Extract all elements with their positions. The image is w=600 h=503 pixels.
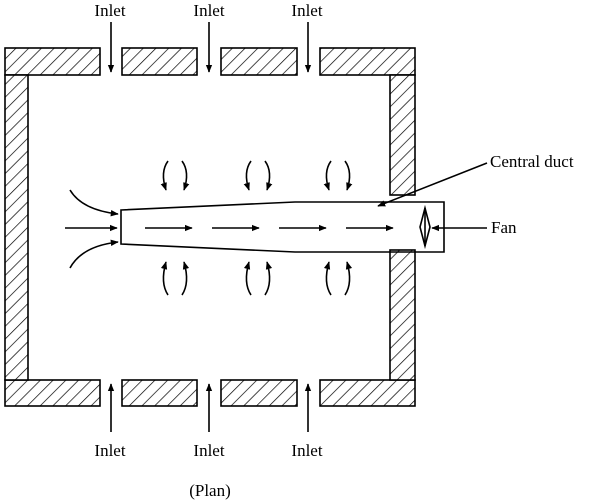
central-duct-leader — [377, 162, 488, 207]
swirl-down-2a — [243, 261, 252, 296]
wall-bottom-right — [319, 379, 416, 407]
bottom-inlet-arrows — [107, 383, 312, 432]
swirl-down-1a — [160, 261, 169, 296]
wall-right-lower — [389, 249, 416, 381]
swirl-down-2b — [264, 261, 273, 296]
swirl-down-1b — [181, 261, 190, 296]
plan-caption: (Plan) — [189, 481, 231, 500]
fan-label: Fan — [491, 218, 517, 237]
wall-top-left — [4, 47, 101, 76]
wall-right-upper — [389, 74, 416, 196]
top-inlet-arrows — [107, 22, 312, 73]
swirl-up-2a — [243, 160, 252, 191]
inlet-label-bottom-2: Inlet — [193, 441, 224, 460]
swirl-up-3b — [344, 160, 353, 191]
wall-top-mid-left — [121, 47, 198, 76]
central-duct-label: Central duct — [490, 152, 574, 171]
swirl-arrows-lower — [160, 261, 353, 296]
swirl-up-3a — [323, 160, 332, 191]
inlet-label-bottom-1: Inlet — [94, 441, 125, 460]
swirl-arrows-upper — [160, 160, 353, 191]
fan-symbol — [419, 204, 431, 250]
duct-entry-arrows — [65, 189, 119, 269]
room-walls — [4, 47, 416, 407]
wall-left — [4, 74, 29, 381]
central-duct — [120, 201, 445, 253]
wall-top-right — [319, 47, 416, 76]
wall-top-mid-right — [220, 47, 298, 76]
wall-bottom-left — [4, 379, 101, 407]
entry-arrow-upper — [69, 189, 119, 217]
inlet-label-top-1: Inlet — [94, 1, 125, 20]
entry-arrow-lower — [69, 239, 119, 269]
swirl-up-2b — [264, 160, 273, 191]
wall-bottom-mid-right — [220, 379, 298, 407]
swirl-up-1a — [160, 160, 169, 191]
inlet-label-top-3: Inlet — [291, 1, 322, 20]
inlet-label-top-2: Inlet — [193, 1, 224, 20]
wall-bottom-mid-left — [121, 379, 198, 407]
swirl-down-3b — [344, 261, 353, 296]
swirl-down-3a — [323, 261, 332, 296]
swirl-up-1b — [181, 160, 190, 191]
inlet-label-bottom-3: Inlet — [291, 441, 322, 460]
